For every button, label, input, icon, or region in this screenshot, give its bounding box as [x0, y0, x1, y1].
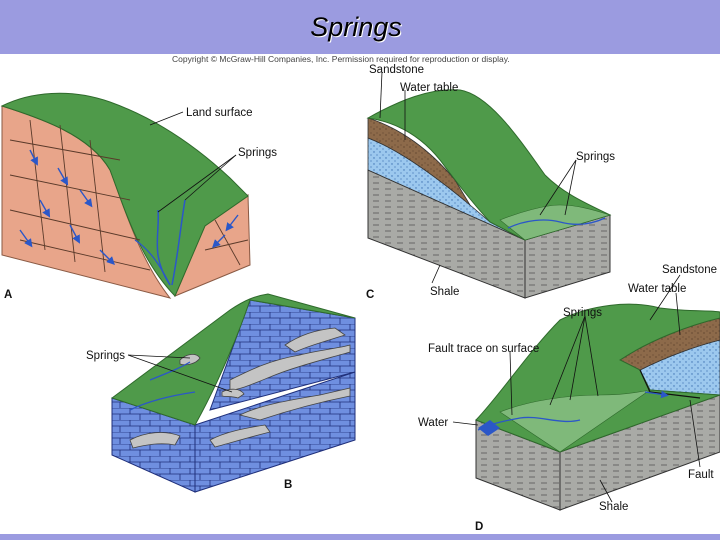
panel-a-fractures — [9, 119, 249, 273]
panel-c-label-shale: Shale — [430, 286, 459, 298]
panel-a-flow-arrows — [19, 149, 239, 265]
panel-c-label-sandstone: Sandstone — [369, 64, 424, 76]
panel-d: Sandstone Water table Springs Fault trac… — [418, 264, 720, 533]
copyright-notice: Copyright © McGraw-Hill Companies, Inc. … — [172, 54, 510, 64]
panel-d-label-water-table: Water table — [628, 283, 686, 295]
panel-d-label-water: Water — [418, 417, 448, 429]
panel-a: Land surface Springs A — [0, 92, 277, 301]
slide-title: Springs — [310, 12, 402, 42]
panel-d-label-springs: Springs — [563, 307, 602, 319]
panel-d-label-shale: Shale — [599, 501, 628, 513]
panel-c-land-surface — [366, 89, 612, 241]
panel-c-label-springs: Springs — [576, 151, 615, 163]
panel-c-label-water-table: Water table — [400, 82, 458, 94]
panel-a-leader-springs-2 — [184, 154, 237, 201]
title-bar — [0, 0, 720, 54]
panel-a-stream-2 — [171, 199, 186, 286]
panel-d-label-fault: Fault — [688, 469, 714, 481]
panel-a-leader-springs-1 — [157, 154, 237, 213]
panel-b-land-surface — [110, 293, 356, 426]
panel-c: Sandstone Water table Springs Shale C — [366, 64, 615, 301]
panel-b: Springs B — [86, 293, 356, 493]
panel-a-letter: A — [4, 289, 12, 301]
panel-c-letter: C — [366, 289, 374, 301]
panel-b-label-springs: Springs — [86, 350, 125, 362]
panel-c-sandstone — [367, 117, 471, 206]
panel-d-fault-line — [639, 369, 701, 399]
panel-d-letter: D — [475, 521, 483, 533]
panel-a-label-land-surface: Land surface — [186, 107, 253, 119]
bottom-bar — [0, 534, 720, 540]
panel-a-leader-land — [149, 111, 184, 126]
panel-a-label-springs: Springs — [238, 147, 277, 159]
panel-b-letter: B — [284, 479, 292, 491]
panel-d-label-sandstone: Sandstone — [662, 264, 717, 276]
panel-d-label-fault-trace: Fault trace on surface — [428, 343, 539, 355]
panel-a-land-surface — [0, 92, 249, 297]
panel-b-caves — [129, 327, 351, 449]
